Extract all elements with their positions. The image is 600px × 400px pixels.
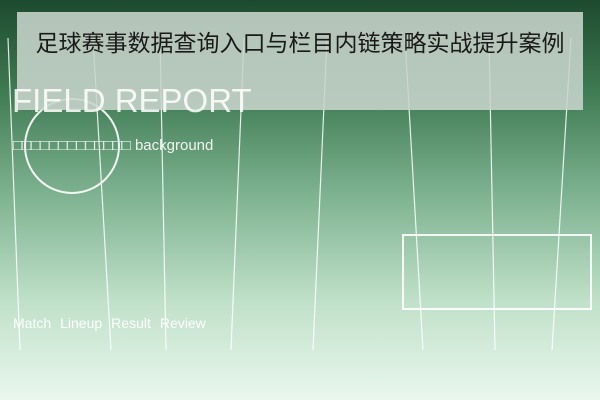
subtitle-text: □□□□□□□□□□□□□ background — [13, 137, 214, 154]
frame-box — [402, 234, 592, 310]
watermark-heading: FIELD REPORT — [12, 82, 252, 119]
page-title: 足球赛事数据查询入口与栏目内链策略实战提升案例 — [35, 31, 565, 57]
nav-item-match[interactable]: Match — [13, 315, 52, 331]
nav-item-result[interactable]: Result — [111, 315, 151, 331]
field-line — [7, 37, 21, 351]
nav-item-lineup[interactable]: Lineup — [60, 315, 103, 331]
nav-item-review[interactable]: Review — [159, 315, 206, 331]
footer-nav: Match Lineup Result Review — [13, 315, 206, 331]
title-banner: 足球赛事数据查询入口与栏目内链策略实战提升案例 — [17, 12, 583, 110]
